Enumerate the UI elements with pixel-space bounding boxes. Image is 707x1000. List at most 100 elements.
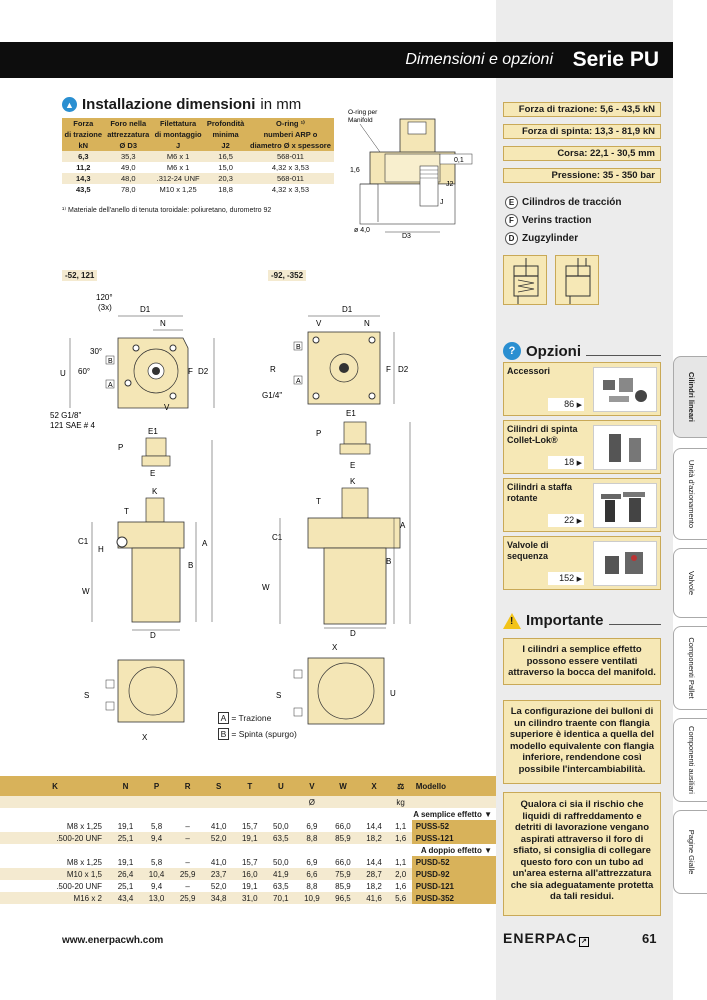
dim-cell: 70,1 [265,892,297,904]
dim-header: W [327,776,359,796]
triangle-right-icon: ▶ [576,402,582,409]
accessories-image [593,367,657,412]
dim-header: Modello [411,776,496,796]
dim-cell: 41,0 [210,821,227,831]
option-swing-clamp[interactable]: Cilindri a staffa rotante 22 ▶ [503,478,661,532]
option-accessories-page[interactable]: 86 ▶ [548,398,584,411]
dim-header: K [0,776,110,796]
dim-cell: 41,0 [210,857,227,867]
tab-power-units-label: Unità d'azionamento [686,459,696,529]
dim-cell: 43,4 [110,892,142,904]
triangle-right-icon: ▶ [576,460,582,467]
dim-cell: 50,0 [273,857,289,867]
install-header-3-l2: minima [204,129,247,140]
install-cell: 49,0 [120,163,136,172]
option-swing-clamp-page[interactable]: 22 ▶ [548,514,584,527]
lbl-r-p: P [316,429,321,438]
option-accessories[interactable]: Accessori 86 ▶ [503,362,661,416]
install-header-3-l1: Profondità [204,118,247,129]
lbl-h: H [98,545,104,554]
install-cell: M6 x 1 [166,163,190,172]
install-cell: 4,32 x 3,53 [271,163,309,172]
logo-mark-icon: ↗ [579,937,590,947]
option-sequence-valves-page[interactable]: 152 ▶ [548,572,584,585]
install-cell: 16,5 [204,151,247,162]
dim-cell: 34,8 [203,892,235,904]
option-sequence-valves[interactable]: Valvole di sequenza 152 ▶ [503,536,661,590]
dim-cell: 5,6 [389,892,412,904]
option-collet-lok[interactable]: Cilindri di spinta Collet-Lok® 18 ▶ [503,420,661,474]
install-cell: 14,3 [62,173,105,184]
lbl-r-t: T [316,497,321,506]
dim-cell: 85,9 [327,832,359,844]
dim-cell: 14,4 [366,857,382,867]
lbl-3x: (3x) [98,303,112,312]
tab-valves[interactable]: Valvole [673,548,707,618]
dim-cell: 28,7 [358,868,390,880]
dim-cell: 1,1 [395,857,407,867]
install-header-3-l3: J2 [204,140,247,151]
dim-cell: 6,6 [296,868,328,880]
dim-cell: 26,4 [110,868,142,880]
lbl-s: S [84,691,89,700]
dim-cell: 2,0 [389,868,412,880]
option-swing-clamp-page-num: 22 [564,515,575,525]
install-cell: M10 x 1,25 [159,185,197,194]
dim-header: X [358,776,390,796]
lbl-p: P [118,443,123,452]
install-header-4-l3: diametro Ø x spessore [246,140,334,151]
dim-header: P [141,776,173,796]
lang-de-text: Zugzylinder [522,233,579,244]
dim-cell: 19,1 [117,821,134,831]
dim-cell: 10,4 [141,868,173,880]
install-cell: 11,2 [76,163,91,172]
lbl-r-big-b: B [386,557,391,566]
install-cell: 15,0 [218,163,233,172]
dim-cell: 16,0 [234,868,266,880]
triangle-right-icon: ▶ [576,576,582,583]
lbl-r-f: F [386,365,391,374]
option-accessories-page-num: 86 [564,399,575,409]
tab-pallet-components[interactable]: Componenti Pallet [673,626,707,710]
dim-unit [358,796,390,808]
lbl-d: D [150,631,156,640]
tab-auxiliary-components[interactable]: Componenti ausiliari [673,718,707,802]
dim-cell: 41,6 [358,892,390,904]
header-bar: Dimensioni e opzioni Serie PU [0,42,673,78]
tab-linear-cylinders[interactable]: Cilindri lineari [673,356,707,438]
lbl-r-r: R [270,365,276,374]
dim-cell: 6,9 [306,821,318,831]
install-header-0-l3: kN [62,140,105,151]
dim-header: N [110,776,142,796]
lbl-w: W [82,587,90,596]
lbl-r-u: U [390,689,396,698]
weight-icon: ⚖ [389,776,412,796]
lbl-r-d2: D2 [398,365,409,374]
install-unit: in mm [260,96,302,113]
tab-yellow-pages[interactable]: Pagine Gialle [673,810,707,894]
dim-j: J [440,199,444,206]
legend-a: A = Trazione [218,712,271,724]
lbl-port-121: 121 SAE # 4 [50,421,95,430]
lbl-60: 60° [78,367,90,376]
footer-url[interactable]: www.enerpacwh.com [62,935,164,946]
dim-cell: 1,6 [389,832,412,844]
install-header-1-l3: Ø D3 [104,140,152,151]
right-technical-drawing: D1 V N B R A G1/4" F D2 E1 P E K T C1 A … [262,305,411,725]
tab-power-units[interactable]: Unità d'azionamento [673,448,707,540]
tab-valves-label: Valvole [686,570,696,596]
model-cell: PUSD-352 [411,892,496,904]
option-sequence-valves-label: Valvole di sequenza [507,540,549,561]
double-acting-symbol [555,255,599,305]
lbl-r-d: D [350,629,356,638]
dim-unit [411,796,496,808]
lbl-r-big-a: A [400,521,406,530]
install-cell: 568-011 [246,151,334,162]
dim-cell: .500-20 UNF [0,832,110,844]
option-collet-lok-page[interactable]: 18 ▶ [548,456,584,469]
